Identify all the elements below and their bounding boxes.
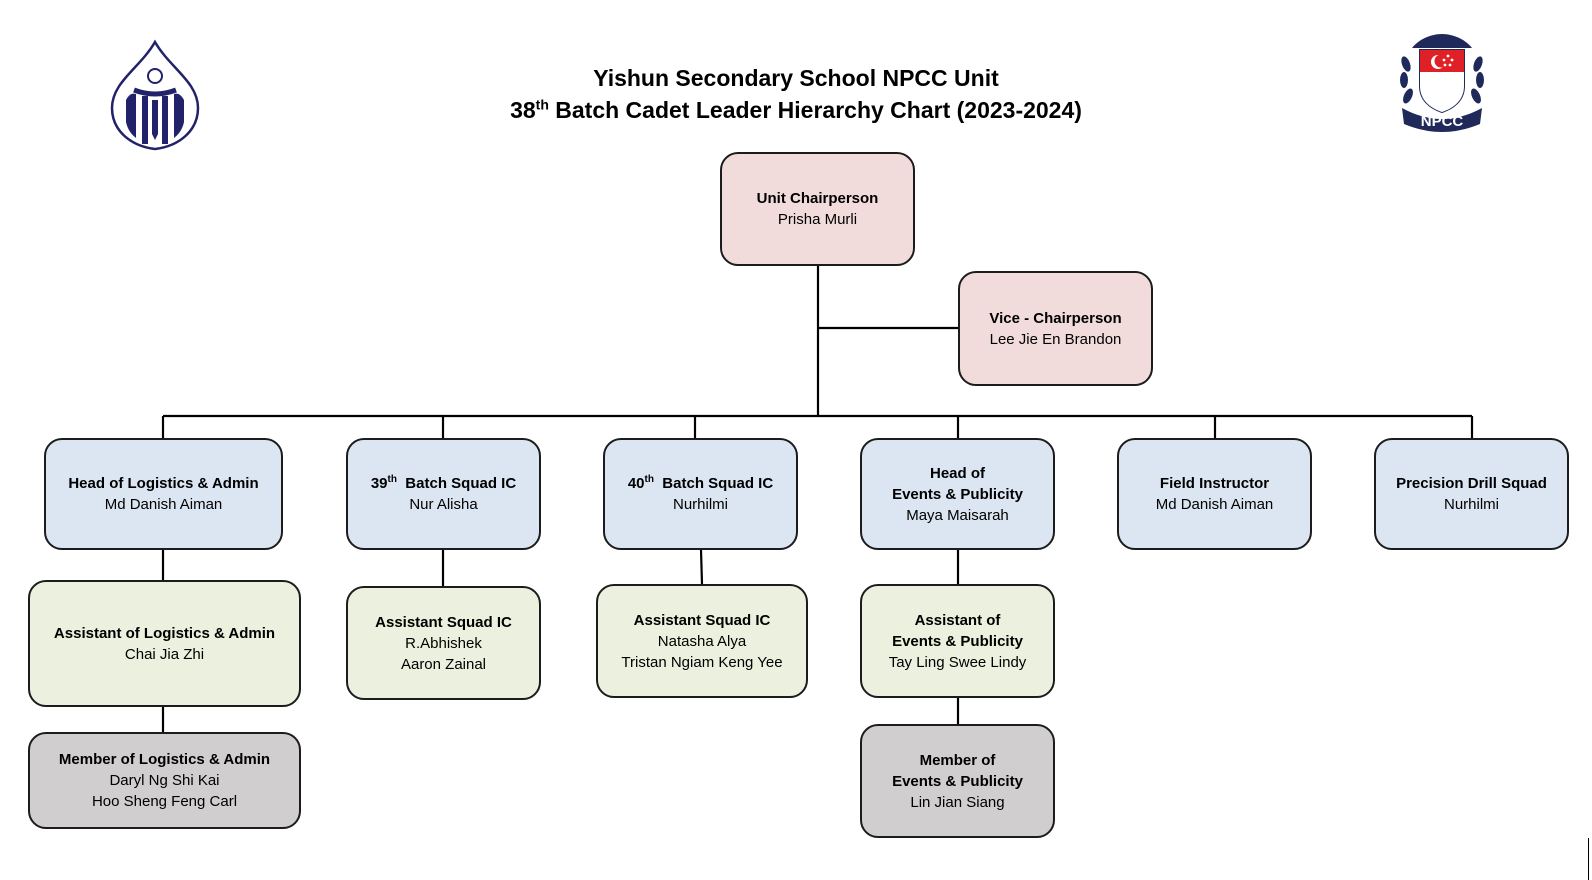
- role-label: Member of: [919, 751, 996, 769]
- field-instructor-box: Field Instructor Md Danish Aiman: [1117, 438, 1312, 550]
- person-name: Maya Maisarah: [906, 506, 1009, 524]
- person-name: Tristan Ngiam Keng Yee: [621, 653, 783, 671]
- head-logistics-admin-box: Head of Logistics & Admin Md Danish Aima…: [44, 438, 283, 550]
- batch39-squad-ic-box: 39th Batch Squad IC Nur Alisha: [346, 438, 541, 550]
- assistant-logistics-admin-box: Assistant of Logistics & Admin Chai Jia …: [28, 580, 301, 707]
- person-name: Lee Jie En Brandon: [989, 330, 1122, 348]
- npcc-emblem-logo: NPCC: [1400, 34, 1484, 132]
- school-crest-logo: [110, 39, 200, 151]
- person-name: Nurhilmi: [1443, 496, 1499, 513]
- person-name: Md Danish Aiman: [1155, 496, 1274, 513]
- role-label: Events & Publicity: [892, 772, 1023, 790]
- person-name: R.Abhishek: [405, 634, 482, 652]
- edge-divider: [1588, 838, 1589, 880]
- role-label: 40th Batch Squad IC: [627, 474, 774, 493]
- chart-title-line2: 38th Batch Cadet Leader Hierarchy Chart …: [510, 96, 1082, 123]
- batch40-squad-ic-box: 40th Batch Squad IC Nurhilmi: [603, 438, 798, 550]
- assistant-squad-ic-40-box: Assistant Squad IC Natasha Alya Tristan …: [596, 584, 808, 698]
- role-label: Field Instructor: [1159, 475, 1270, 492]
- person-name: Prisha Murli: [777, 211, 858, 228]
- role-label: 39th Batch Squad IC: [370, 474, 517, 493]
- role-label: Head of: [929, 464, 985, 482]
- chart-title-line1: Yishun Secondary School NPCC Unit: [593, 65, 999, 91]
- person-name: Nurhilmi: [672, 496, 728, 513]
- role-label: Events & Publicity: [892, 632, 1023, 650]
- role-label: Assistant of Logistics & Admin: [53, 624, 276, 642]
- member-logistics-admin-box: Member of Logistics & Admin Daryl Ng Shi…: [28, 732, 301, 829]
- role-label: Head of Logistics & Admin: [68, 475, 259, 492]
- role-label: Unit Chairperson: [756, 190, 879, 207]
- role-label: Assistant of: [914, 611, 1001, 629]
- vice-chairperson-box: Vice - Chairperson Lee Jie En Brandon: [958, 271, 1153, 386]
- role-label: Member of Logistics & Admin: [58, 751, 271, 768]
- role-label: Assistant Squad IC: [633, 611, 771, 629]
- assistant-events-publicity-box: Assistant of Events & Publicity Tay Ling…: [860, 584, 1055, 698]
- precision-drill-squad-box: Precision Drill Squad Nurhilmi: [1374, 438, 1569, 550]
- person-name: Nur Alisha: [409, 496, 478, 513]
- role-label: Vice - Chairperson: [989, 309, 1122, 327]
- role-label: Events & Publicity: [892, 485, 1023, 503]
- person-name: Lin Jian Siang: [910, 793, 1005, 811]
- person-name: Md Danish Aiman: [104, 496, 223, 513]
- person-name: Tay Ling Swee Lindy: [888, 653, 1027, 671]
- head-events-publicity-box: Head of Events & Publicity Maya Maisarah: [860, 438, 1055, 550]
- person-name: Natasha Alya: [657, 632, 747, 650]
- person-name: Hoo Sheng Feng Carl: [91, 793, 238, 810]
- assistant-squad-ic-39-box: Assistant Squad IC R.Abhishek Aaron Zain…: [346, 586, 541, 700]
- npcc-logo-text: NPCC: [1421, 113, 1464, 130]
- role-label: Assistant Squad IC: [375, 613, 512, 631]
- chairperson-box: Unit Chairperson Prisha Murli: [720, 152, 915, 266]
- person-name: Chai Jia Zhi: [124, 645, 205, 663]
- link-line: [699, 549, 704, 585]
- person-name: Aaron Zainal: [400, 655, 487, 673]
- role-label: Precision Drill Squad: [1396, 475, 1547, 492]
- person-name: Daryl Ng Shi Kai: [109, 772, 220, 789]
- member-events-publicity-box: Member of Events & Publicity Lin Jian Si…: [860, 724, 1055, 838]
